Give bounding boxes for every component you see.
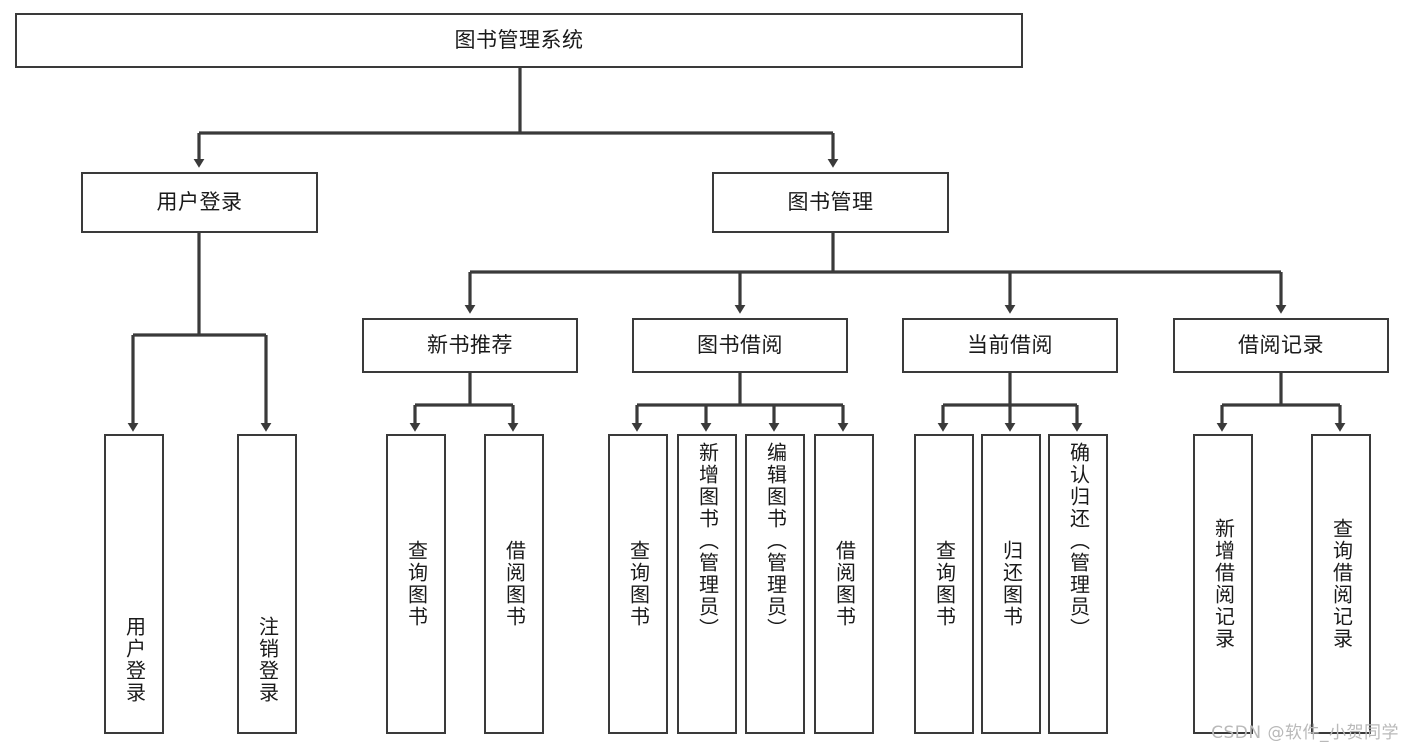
node-leaf-query-record-label: 查询借阅记录 — [1329, 518, 1354, 650]
node-user-login-label: 用户登录 — [156, 189, 243, 214]
node-root-label: 图书管理系统 — [454, 27, 584, 52]
node-new-book-recommend-label: 新书推荐 — [427, 332, 513, 357]
node-leaf-return-book[interactable]: 归还图书 — [981, 434, 1041, 734]
node-new-book-recommend[interactable]: 新书推荐 — [362, 318, 578, 373]
node-user-login[interactable]: 用户登录 — [81, 172, 318, 233]
node-leaf-query-book-3-label: 查询图书 — [932, 540, 957, 628]
node-leaf-logout-login-label: 注销登录 — [255, 616, 280, 704]
node-leaf-add-book-label: 新增图书（管理员） — [695, 442, 720, 640]
node-book-borrow-label: 图书借阅 — [697, 332, 783, 357]
node-root[interactable]: 图书管理系统 — [15, 13, 1023, 68]
node-book-management[interactable]: 图书管理 — [712, 172, 949, 233]
node-leaf-confirm-return[interactable]: 确认归还（管理员） — [1048, 434, 1108, 734]
node-leaf-logout-login[interactable]: 注销登录 — [237, 434, 297, 734]
node-book-borrow[interactable]: 图书借阅 — [632, 318, 848, 373]
node-leaf-add-record[interactable]: 新增借阅记录 — [1193, 434, 1253, 734]
watermark-text: CSDN @软件_小贺同学 — [1211, 723, 1399, 743]
node-leaf-query-book-1[interactable]: 查询图书 — [386, 434, 446, 734]
node-leaf-query-book-3[interactable]: 查询图书 — [914, 434, 974, 734]
node-leaf-query-book-2[interactable]: 查询图书 — [608, 434, 668, 734]
node-leaf-query-record[interactable]: 查询借阅记录 — [1311, 434, 1371, 734]
node-leaf-return-book-label: 归还图书 — [999, 540, 1024, 628]
node-leaf-user-login-label: 用户登录 — [122, 616, 147, 704]
node-borrow-record-label: 借阅记录 — [1238, 332, 1324, 357]
node-current-borrow[interactable]: 当前借阅 — [902, 318, 1118, 373]
node-leaf-borrow-book-2-label: 借阅图书 — [832, 540, 857, 628]
node-leaf-add-book[interactable]: 新增图书（管理员） — [677, 434, 737, 734]
node-leaf-query-book-2-label: 查询图书 — [626, 540, 651, 628]
node-leaf-borrow-book-1-label: 借阅图书 — [502, 540, 527, 628]
node-leaf-user-login[interactable]: 用户登录 — [104, 434, 164, 734]
node-leaf-query-book-1-label: 查询图书 — [404, 540, 429, 628]
node-book-management-label: 图书管理 — [787, 189, 874, 214]
node-leaf-borrow-book-1[interactable]: 借阅图书 — [484, 434, 544, 734]
node-borrow-record[interactable]: 借阅记录 — [1173, 318, 1389, 373]
node-leaf-edit-book[interactable]: 编辑图书（管理员） — [745, 434, 805, 734]
node-leaf-confirm-return-label: 确认归还（管理员） — [1066, 442, 1091, 640]
node-current-borrow-label: 当前借阅 — [967, 332, 1053, 357]
node-leaf-edit-book-label: 编辑图书（管理员） — [763, 442, 788, 640]
node-leaf-borrow-book-2[interactable]: 借阅图书 — [814, 434, 874, 734]
node-leaf-add-record-label: 新增借阅记录 — [1211, 518, 1236, 650]
